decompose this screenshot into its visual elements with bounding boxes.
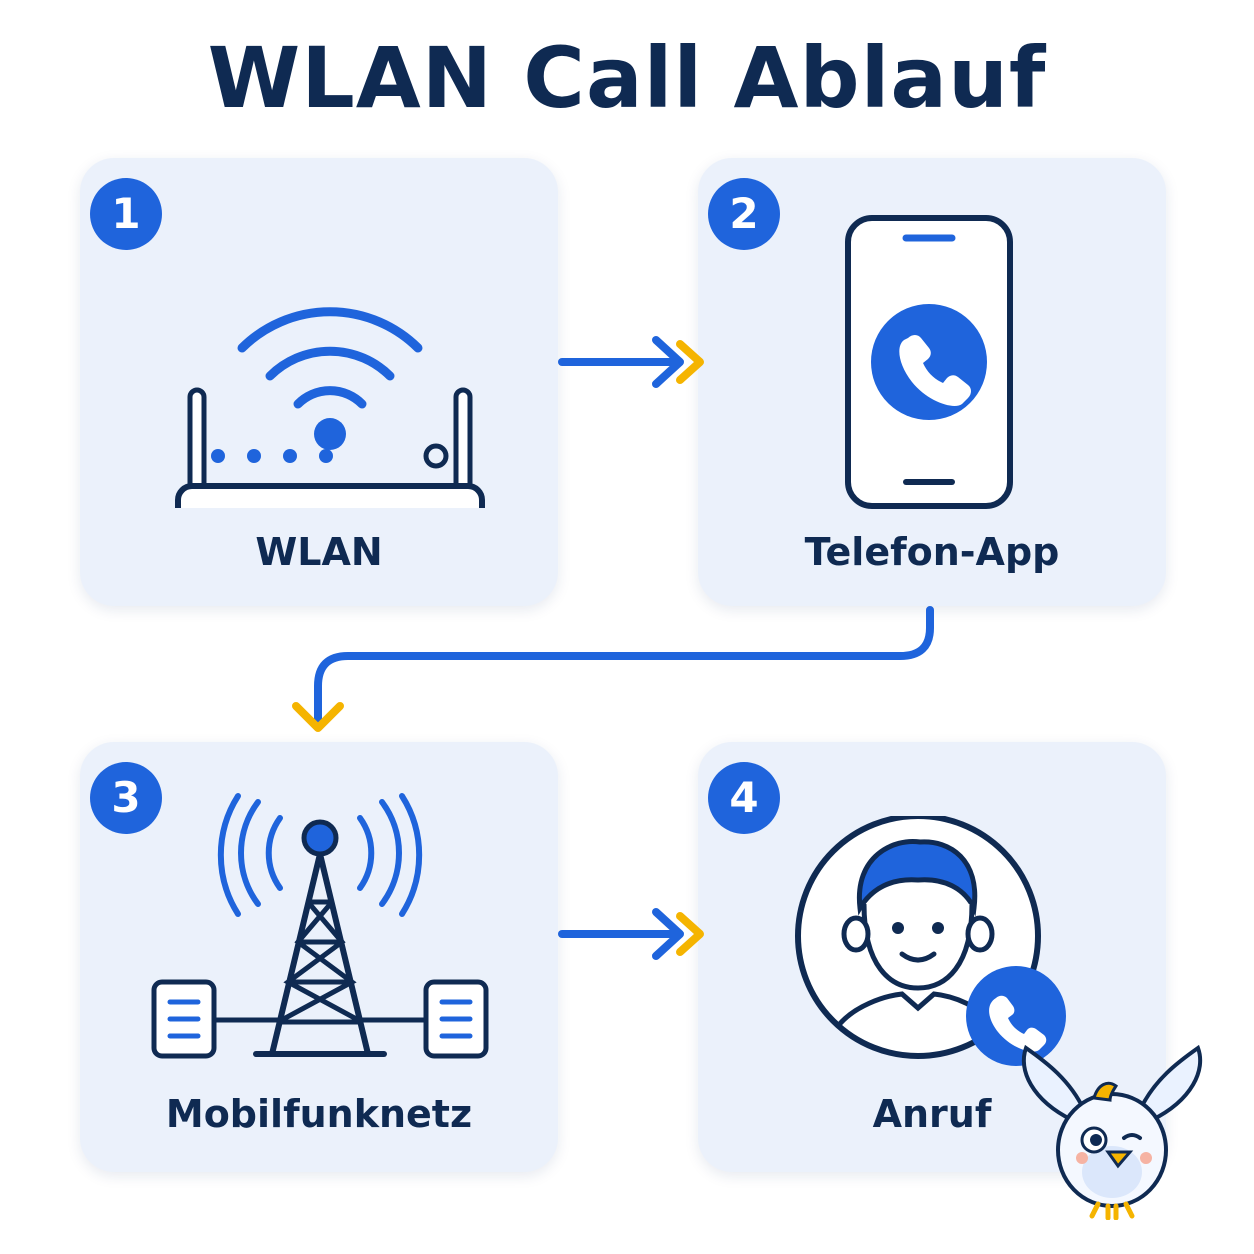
step-label-anruf: Anruf	[872, 1092, 992, 1136]
bird-mascot-icon	[1021, 1044, 1203, 1220]
step-label-wlan: WLAN	[255, 530, 383, 574]
router-lights-icon	[211, 443, 449, 469]
step-card-telefon-app: 2 Telefon-App	[698, 158, 1166, 606]
caller-avatar-icon	[795, 816, 1066, 1066]
arrow-2-to-3	[292, 606, 934, 732]
step-badge-2: 2	[708, 178, 780, 250]
step-badge-4: 4	[708, 762, 780, 834]
step-label-telefon-app: Telefon-App	[804, 530, 1060, 574]
step-card-mobilfunknetz: 3 Mobilfunknetz	[80, 742, 558, 1172]
step-card-wlan: 1 WLAN	[80, 158, 558, 606]
page-title: WLAN Call Ablauf	[207, 29, 1047, 127]
step-badge-1: 1	[90, 178, 162, 250]
wifi-router-icon	[175, 307, 485, 508]
step-label-mobilfunknetz: Mobilfunknetz	[165, 1092, 473, 1136]
arrow-3-to-4	[558, 908, 704, 960]
arrow-1-to-2	[558, 336, 704, 388]
step-badge-3: 3	[90, 762, 162, 834]
cell-tower-icon	[151, 793, 489, 1059]
phone-call-icon	[845, 215, 1013, 509]
